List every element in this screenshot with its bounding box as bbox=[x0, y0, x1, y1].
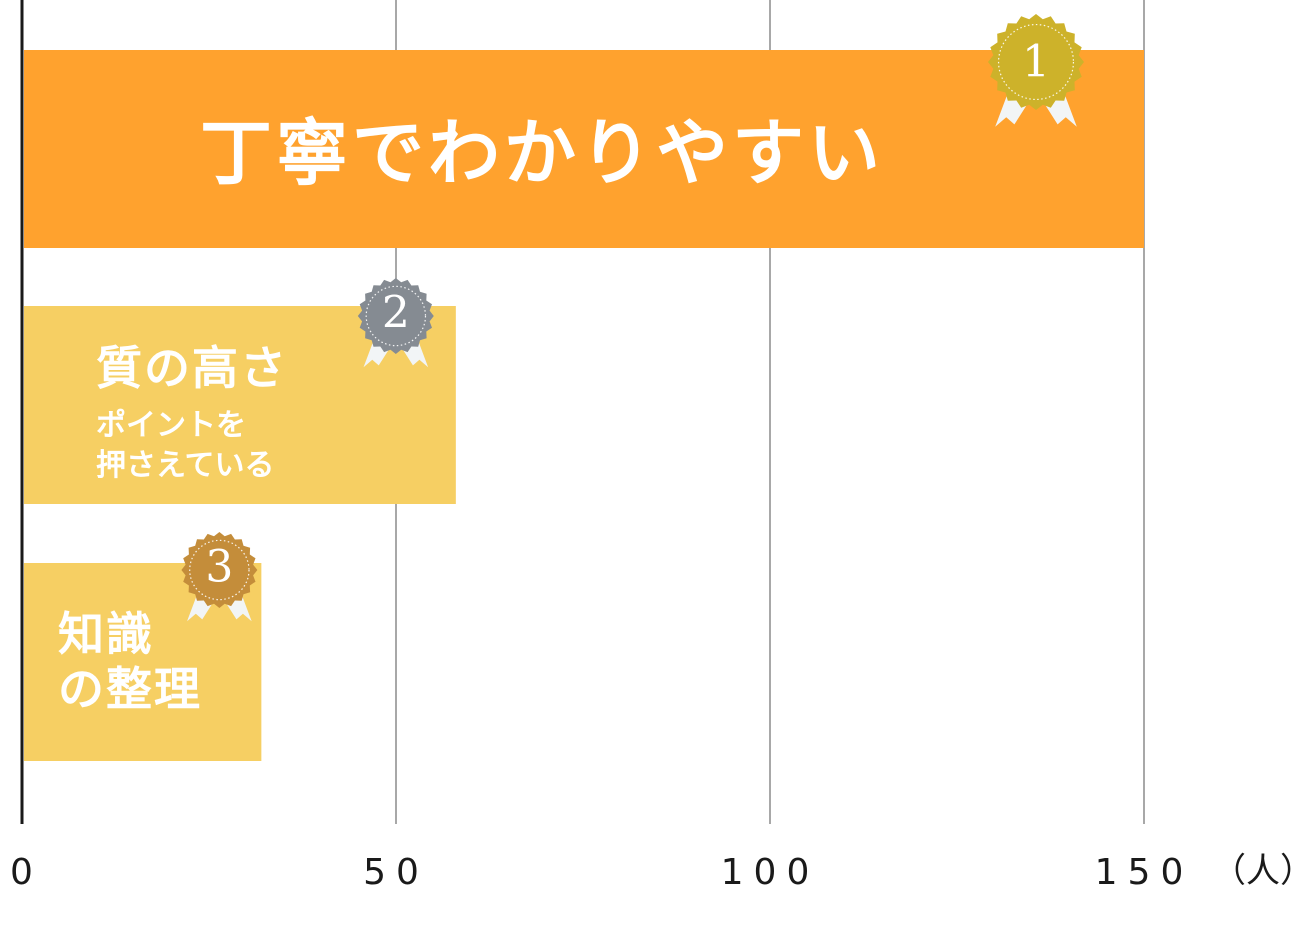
medal-inner-ring bbox=[189, 539, 250, 601]
bar-2-subtitle: ポイントを bbox=[96, 408, 246, 443]
bar-1-title: 丁寧でわかりやすい bbox=[200, 111, 884, 195]
bar-3-title: 知識 bbox=[58, 607, 154, 661]
medal-rank-number: 2 bbox=[382, 287, 410, 338]
x-axis: 0 50 100 150 （人） bbox=[10, 0, 1292, 893]
medal-inner-ring bbox=[365, 285, 427, 347]
x-tick-label-100: 100 bbox=[721, 852, 820, 893]
rank-medal-1-icon: 1 bbox=[988, 14, 1084, 127]
medal-badge bbox=[988, 14, 1084, 110]
medal-rank-number: 1 bbox=[1022, 36, 1050, 87]
medal-badge bbox=[357, 278, 434, 354]
bar-2-title: 質の高さ bbox=[96, 341, 288, 395]
rank-medal-2-icon: 2 bbox=[357, 278, 434, 368]
x-tick-label-0: 0 bbox=[10, 852, 43, 893]
rank-medal-3-icon: 3 bbox=[181, 532, 258, 622]
medal-rank-number: 3 bbox=[205, 541, 233, 592]
x-tick-label-150: 150 bbox=[1095, 852, 1194, 893]
x-tick-label-50: 50 bbox=[363, 852, 429, 893]
x-unit-label: （人） bbox=[1212, 851, 1292, 891]
medal-inner-ring bbox=[997, 23, 1075, 101]
medal-badge bbox=[181, 532, 258, 608]
bar-2-subtitle: 押さえている bbox=[96, 448, 275, 483]
bar-1 bbox=[24, 50, 1144, 248]
bar-3-title: の整理 bbox=[58, 662, 202, 716]
